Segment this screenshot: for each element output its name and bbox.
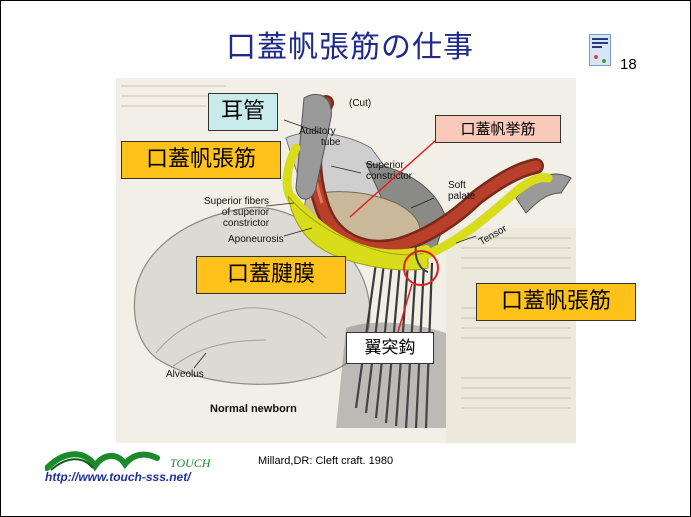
label-normal-newborn: Normal newborn xyxy=(210,403,297,415)
hamulus-pointer-line xyxy=(397,283,413,333)
touch-logo: TOUCH xyxy=(44,448,245,493)
slide-title: 口蓋帆張筋の仕事 xyxy=(226,30,474,65)
callout-aponeurosis: 口蓋腱膜 xyxy=(196,256,346,294)
label-alveolus: Alveolus xyxy=(166,369,204,380)
label-cut: (Cut) xyxy=(349,98,372,109)
label-aponeurosis: Aponeurosis xyxy=(228,234,284,245)
levator-pointer-line xyxy=(349,140,436,218)
callout-tensor-upper: 口蓋帆張筋 xyxy=(121,141,281,179)
anatomy-drawing xyxy=(116,78,576,443)
page-number: 18 xyxy=(620,56,637,73)
callout-hamulus: 翼突鈎 xyxy=(346,332,434,364)
callout-tensor-right: 口蓋帆張筋 xyxy=(476,283,636,321)
touch-logo-swoosh-icon xyxy=(44,451,160,472)
book-cover-thumbnail xyxy=(589,34,611,66)
citation: Millard,DR: Cleft craft. 1980 xyxy=(258,455,394,467)
callout-levator: 口蓋帆挙筋 xyxy=(435,115,561,143)
hamulus-highlight-circle xyxy=(403,250,439,286)
website-link[interactable]: http://www.touch-sss.net/ xyxy=(45,470,191,484)
touch-logo-text: TOUCH xyxy=(170,456,211,470)
callout-auditory-tube: 耳管 xyxy=(208,93,278,131)
